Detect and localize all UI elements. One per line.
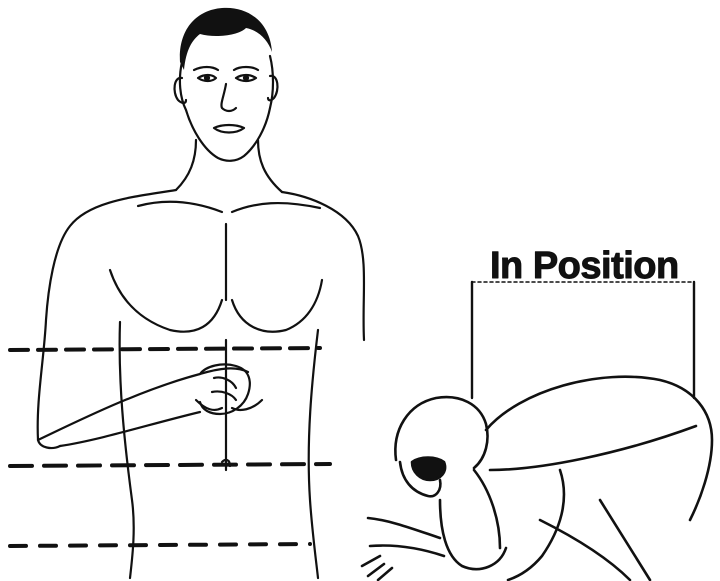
forearm-lower — [60, 412, 200, 446]
forearm — [38, 368, 248, 440]
left-eyebrow — [194, 67, 218, 70]
back-inner — [490, 426, 696, 470]
right-pec — [232, 280, 322, 332]
goggles — [412, 458, 445, 481]
nose — [221, 84, 236, 111]
right-pupil — [244, 76, 248, 80]
neck-left — [176, 140, 196, 190]
arm-lower — [440, 500, 506, 569]
waist-measurement-line — [10, 464, 330, 466]
fist-knuckle-2 — [212, 391, 236, 400]
caption-in-position: In Position — [490, 245, 679, 287]
cyclist-figure — [362, 282, 712, 580]
left-pec — [110, 270, 222, 332]
right-eyebrow — [234, 67, 258, 70]
left-pupil — [205, 76, 209, 80]
neck-right — [258, 140, 282, 192]
hip-measurement-line — [10, 544, 310, 546]
collarbone-left — [138, 202, 222, 212]
back-arc — [486, 377, 712, 520]
collarbone-right — [232, 203, 320, 212]
hands-bar — [368, 518, 440, 538]
bike-frame — [540, 520, 630, 580]
thigh — [508, 470, 564, 580]
helmet — [395, 397, 487, 468]
mouth — [214, 125, 244, 133]
left-shoulder-arm — [38, 190, 176, 448]
upper-arm — [474, 470, 500, 548]
bike-tube — [600, 500, 650, 580]
torso-left-side — [120, 322, 134, 578]
standing-man-figure — [38, 8, 364, 578]
right-shoulder-arm — [282, 192, 364, 340]
fingers — [362, 556, 392, 580]
hands-bar-2 — [370, 545, 444, 556]
hair — [180, 8, 272, 70]
torso-right-side — [309, 330, 318, 578]
chest-measurement-line — [10, 348, 320, 350]
